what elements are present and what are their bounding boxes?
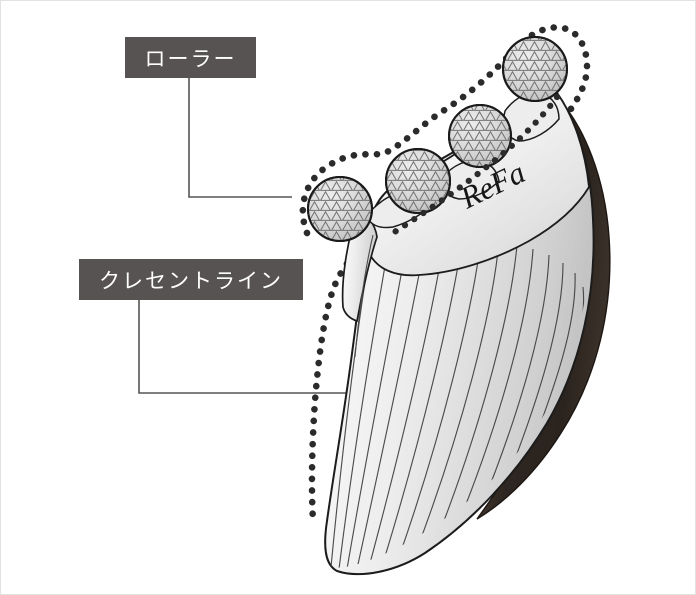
dotted-roller-outline xyxy=(299,24,591,237)
callout-label-crescent-line-text: クレセントライン xyxy=(99,268,283,293)
roller-1 xyxy=(307,176,373,242)
callout-label-roller-text: ローラー xyxy=(144,46,237,71)
callout-leader-crescent xyxy=(138,300,347,394)
roller-4 xyxy=(502,36,568,102)
callout-label-crescent-line: クレセントライン xyxy=(79,259,303,300)
callout-leader-roller xyxy=(188,78,292,198)
roller-2 xyxy=(385,148,451,214)
roller-3 xyxy=(448,104,512,168)
callout-label-roller: ローラー xyxy=(125,37,256,78)
